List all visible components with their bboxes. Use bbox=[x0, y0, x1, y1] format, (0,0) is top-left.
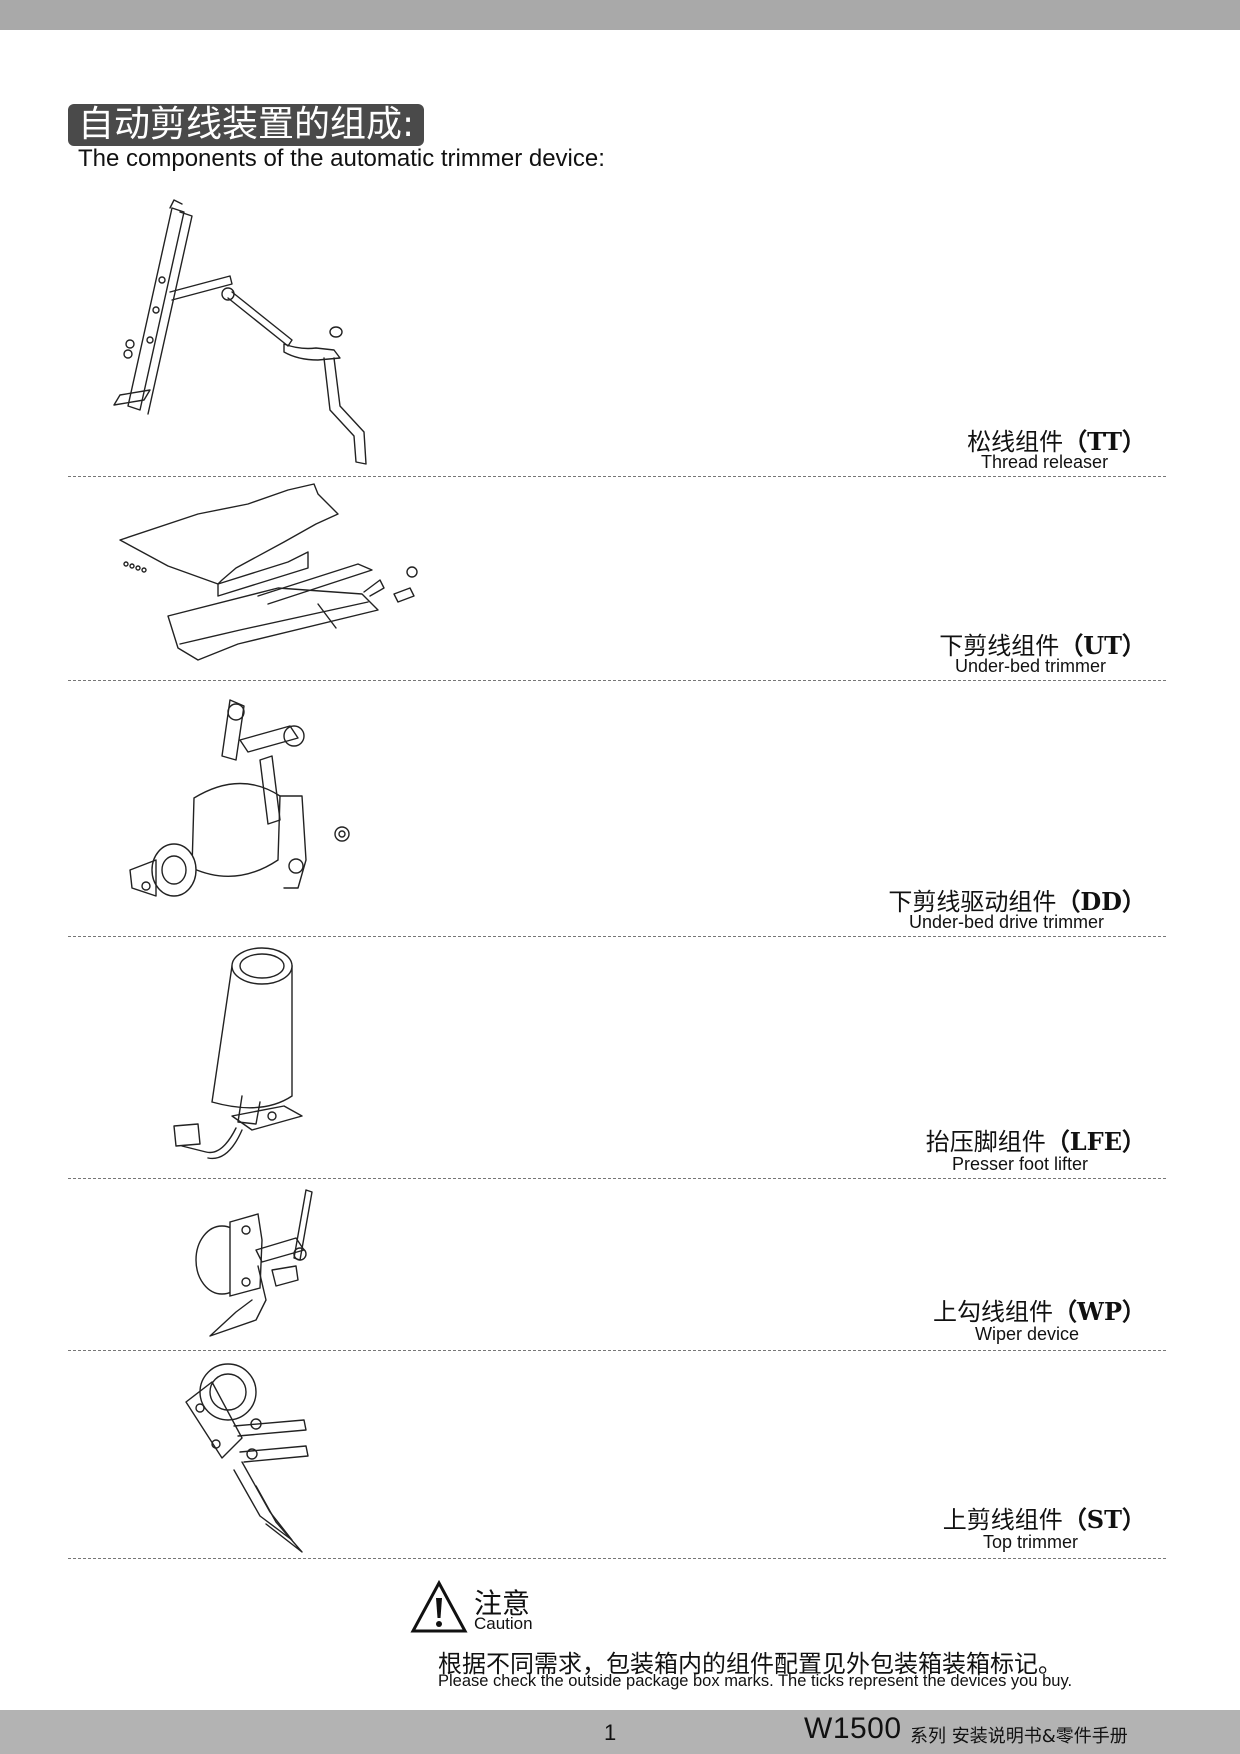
component-name-en: Top trimmer bbox=[983, 1532, 1079, 1552]
top-trimmer-drawing bbox=[182, 1362, 332, 1552]
component-name-en: Wiper device bbox=[975, 1324, 1080, 1344]
caution-title-en: Caution bbox=[474, 1614, 533, 1633]
page-title: 自动剪线装置的组成: bbox=[68, 104, 425, 146]
component-name-zh: 下剪线驱动组件（DD） bbox=[888, 887, 1146, 916]
component-name-zh: 下剪线组件（UT） bbox=[939, 631, 1146, 660]
row-divider bbox=[68, 680, 1166, 681]
page-number: 1 bbox=[604, 1720, 617, 1745]
component-name-zh: 上剪线组件（ST） bbox=[942, 1505, 1146, 1534]
presser-foot-lifter-drawing bbox=[172, 946, 322, 1166]
wiper-device-drawing bbox=[196, 1190, 322, 1336]
component-name-zh: 抬压脚组件（LFE） bbox=[925, 1127, 1146, 1156]
top-bar bbox=[0, 0, 1240, 30]
thread-releaser-drawing bbox=[110, 200, 400, 470]
component-name-en: Under-bed trimmer bbox=[955, 656, 1107, 676]
component-name-en: Under-bed drive trimmer bbox=[909, 912, 1105, 932]
row-divider bbox=[68, 936, 1166, 937]
caution-text-en: Please check the outside package box mar… bbox=[438, 1672, 1073, 1690]
row-divider bbox=[68, 1350, 1166, 1351]
page-subtitle: The components of the automatic trimmer … bbox=[78, 145, 605, 172]
row-divider bbox=[68, 1558, 1166, 1559]
component-name-zh: 松线组件（TT） bbox=[967, 427, 1146, 456]
footer-title: 系列 安装说明书&零件手册 bbox=[910, 1726, 1128, 1747]
component-name-en: Presser foot lifter bbox=[952, 1154, 1089, 1174]
component-name-en: Thread releaser bbox=[981, 452, 1109, 472]
warning-triangle-icon bbox=[410, 1580, 468, 1634]
under-bed-drive-drawing bbox=[130, 700, 360, 930]
caution-title: 注意 bbox=[474, 1587, 531, 1620]
row-divider bbox=[68, 476, 1166, 477]
footer-bar bbox=[0, 1710, 1240, 1754]
caution-text: 根据不同需求，包装箱内的组件配置见外包装箱装箱标记。 bbox=[438, 1650, 1062, 1678]
under-bed-trimmer-drawing bbox=[118, 484, 438, 676]
footer-model: W1500 bbox=[804, 1712, 902, 1745]
row-divider bbox=[68, 1178, 1166, 1179]
component-name-zh: 上勾线组件（WP） bbox=[933, 1297, 1146, 1326]
